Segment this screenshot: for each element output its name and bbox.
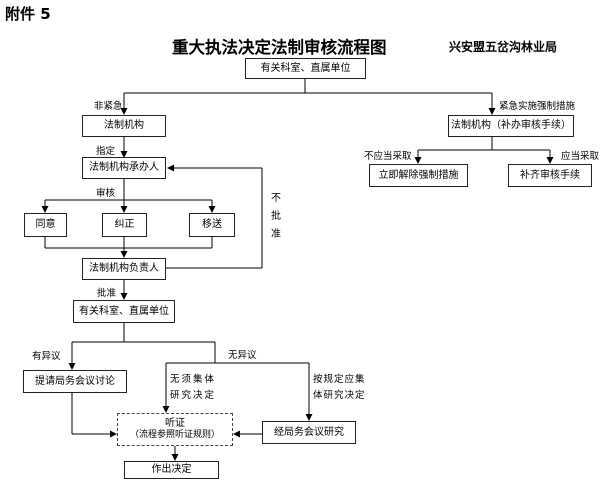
node-legal-org: 法制机构 <box>82 115 166 137</box>
label-urgent: 紧急实施强制措施 <box>499 101 576 112</box>
node-label: 法制机构 <box>104 120 144 131</box>
label-objection: 有异议 <box>32 351 61 362</box>
node-label: 移送 <box>202 219 222 230</box>
node-agree: 同意 <box>24 213 67 237</box>
organization-name: 兴安盟五岔沟林业局 <box>449 40 558 54</box>
node-meeting-request: 提请局务会议讨论 <box>23 370 127 393</box>
node-correct: 纠正 <box>102 213 147 237</box>
node-label: 同意 <box>35 219 56 230</box>
page-title: 重大执法决定法制审核流程图 <box>172 38 387 57</box>
node-urgent-legal-org: 法制机构（补办审核手续） <box>448 115 574 137</box>
node-label: 听证 <box>165 418 185 430</box>
node-meeting-study: 经局务会议研究 <box>262 421 356 444</box>
node-hearing: 听证 （流程参照听证规则） <box>117 413 233 446</box>
node-label: 有关科室、直属单位 <box>260 62 351 74</box>
node-label: 补齐审核手续 <box>520 169 580 181</box>
label-should-not: 不应当采取 <box>364 151 412 162</box>
label-line: 按规定应集 <box>313 374 366 385</box>
node-label: 作出决定 <box>151 464 192 475</box>
node-transfer: 移送 <box>189 213 235 237</box>
node-label: 经局务会议研究 <box>274 426 344 438</box>
label-non-urgent: 非紧急 <box>94 101 123 112</box>
label-assign: 指定 <box>96 146 116 157</box>
label-review: 审核 <box>96 188 116 199</box>
annex-label: 附件 5 <box>5 5 51 23</box>
node-leader: 法制机构负责人 <box>82 258 166 280</box>
node-label: 纠正 <box>114 219 135 230</box>
node-departments-2: 有关科室、直属单位 <box>73 300 175 323</box>
node-label: 法制机构承办人 <box>89 162 159 173</box>
node-label: 法制机构（补办审核手续） <box>451 120 571 131</box>
node-release: 立即解除强制措施 <box>369 164 468 187</box>
node-note: （流程参照听证规则） <box>129 430 220 441</box>
label-no-collective: 无须集体 研究决定 <box>170 372 216 404</box>
label-approve: 批准 <box>97 288 117 299</box>
label-should: 应当采取 <box>561 151 600 162</box>
node-label: 法制机构负责人 <box>89 263 159 274</box>
label-line: 研究决定 <box>170 390 217 401</box>
node-top-departments: 有关科室、直属单位 <box>245 58 366 79</box>
label-no-objection: 无异议 <box>228 350 257 361</box>
label-line: 无须集体 <box>170 374 217 385</box>
label-reject: 不批准 <box>271 193 281 240</box>
label-line: 体研究决定 <box>313 390 366 401</box>
node-label: 提请局务会议讨论 <box>35 375 115 387</box>
node-decision: 作出决定 <box>124 461 219 479</box>
label-per-rules: 按规定应集 体研究决定 <box>313 372 366 404</box>
node-handler: 法制机构承办人 <box>82 157 166 179</box>
node-label: 有关科室、直属单位 <box>79 305 169 317</box>
node-label: 立即解除强制措施 <box>378 169 459 181</box>
node-supplement: 补齐审核手续 <box>508 164 592 187</box>
